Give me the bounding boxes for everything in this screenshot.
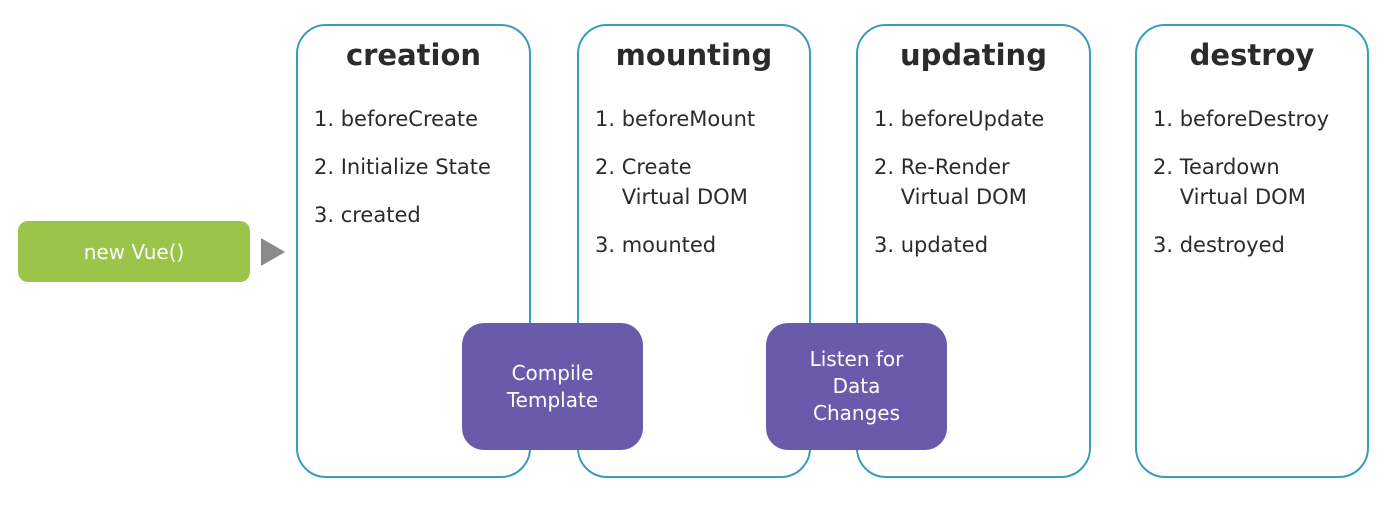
- new-vue-label: new Vue(): [83, 239, 185, 264]
- phase-steps-updating: 1. beforeUpdate 2. Re-Render Virtual DOM…: [874, 104, 1085, 278]
- step-updated: 3. updated: [874, 233, 989, 257]
- phase-title-mounting: mounting: [615, 38, 773, 72]
- step-before-destroy: 1. beforeDestroy: [1153, 107, 1330, 131]
- phase-title-updating: updating: [900, 38, 1047, 72]
- phase-steps-destroy: 1. beforeDestroy 2. Teardown Virtual DOM…: [1153, 104, 1363, 278]
- phase-destroy: destroy 1. beforeDestroy 2. Teardown Vir…: [1135, 24, 1369, 478]
- compile-template-label: Compile Template: [506, 360, 599, 412]
- phase-title-destroy: destroy: [1189, 38, 1315, 72]
- step-before-create: 1. beforeCreate: [314, 107, 479, 131]
- listen-data-changes-label: Listen for Data Changes: [809, 347, 904, 425]
- step-re-render-virtual-dom: 2. Re-Render Virtual DOM: [874, 155, 1027, 209]
- new-vue-box: new Vue(): [18, 221, 250, 282]
- step-before-mount: 1. beforeMount: [595, 107, 756, 131]
- step-create-virtual-dom: 2. Create Virtual DOM: [595, 155, 748, 209]
- step-mounted: 3. mounted: [595, 233, 717, 257]
- step-created: 3. created: [314, 203, 421, 227]
- phase-creation: creation 1. beforeCreate 2. Initialize S…: [296, 24, 531, 478]
- arrow-right-icon: [261, 238, 285, 266]
- compile-template-box: Compile Template: [462, 323, 643, 450]
- step-teardown-virtual-dom: 2. Teardown Virtual DOM: [1153, 155, 1306, 209]
- phase-steps-creation: 1. beforeCreate 2. Initialize State 3. c…: [314, 104, 525, 248]
- listen-data-changes-box: Listen for Data Changes: [766, 323, 947, 450]
- step-initialize-state: 2. Initialize State: [314, 155, 491, 179]
- step-destroyed: 3. destroyed: [1153, 233, 1285, 257]
- step-before-update: 1. beforeUpdate: [874, 107, 1045, 131]
- phase-steps-mounting: 1. beforeMount 2. Create Virtual DOM 3. …: [595, 104, 805, 278]
- phase-title-creation: creation: [345, 38, 482, 72]
